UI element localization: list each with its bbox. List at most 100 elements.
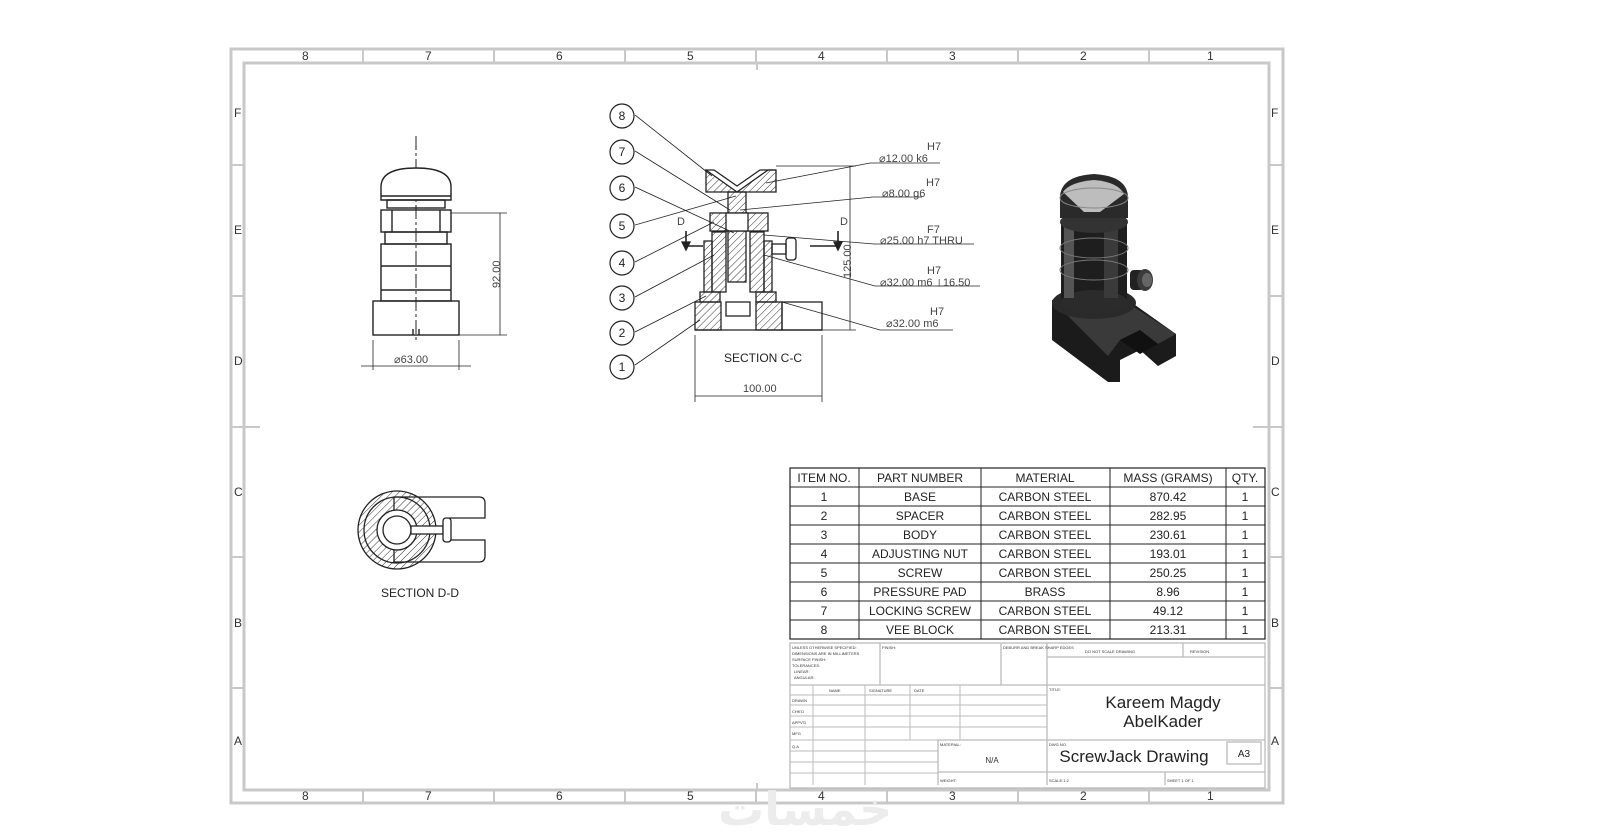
note-line-3: SURFACE FINISH: [792, 657, 826, 662]
fit-5-upper: H7 [930, 306, 944, 318]
author-line-2: AbelKader [1123, 712, 1203, 731]
fit-annotations: H7 ⌀12.00 k6 H7 ⌀8.00 g6 F7 ⌀25.00 h7 TH… [879, 141, 970, 330]
bom-cell-qty: 1 [1242, 566, 1249, 580]
row-label-drawn: DRAWN [792, 698, 807, 703]
bom-cell-qty: 1 [1242, 623, 1249, 637]
svg-text:2: 2 [619, 326, 626, 340]
note-line-2: DIMENSIONS ARE IN MILLIMETERS [792, 651, 860, 656]
balloon-3 [609, 285, 635, 311]
zone-col-1: 1 [1207, 49, 1214, 63]
zone-ticks [231, 49, 1283, 803]
zone-col-2-bottom: 2 [1080, 789, 1087, 803]
bom-cell-part: BASE [904, 490, 936, 504]
bom-cell-qty: 1 [1242, 547, 1249, 561]
finish-label: FINISH: [882, 645, 896, 650]
fit-2-upper: H7 [926, 177, 940, 189]
isometric-view [1052, 174, 1176, 382]
balloon-2 [609, 320, 635, 346]
fit-3-lower: ⌀25.00 h7 THRU [880, 235, 963, 247]
row-label-mfg: MFG [792, 731, 801, 736]
bom-cell-item: 7 [821, 604, 828, 618]
zone-col-6-bottom: 6 [556, 789, 563, 803]
material-value: N/A [985, 756, 999, 765]
bom-cell-mass: 282.95 [1150, 509, 1187, 523]
bom-cell-mass: 250.25 [1150, 566, 1187, 580]
zone-col-5: 5 [687, 49, 694, 63]
bom-cell-material: CARBON STEEL [999, 528, 1092, 542]
svg-text:1: 1 [619, 360, 626, 374]
bom-header-item: ITEM NO. [797, 471, 850, 485]
bom-cell-mass: 230.61 [1150, 528, 1187, 542]
section-cc-height-dim: 125.00 [842, 244, 854, 278]
material-label: MATERIAL: [940, 742, 961, 747]
bom-cell-mass: 8.96 [1156, 585, 1180, 599]
balloon-7 [609, 139, 635, 165]
balloon-8 [609, 103, 635, 129]
watermark: خمسات [718, 782, 893, 836]
svg-text:6: 6 [619, 181, 626, 195]
row-label-chkd: CHK'D [792, 709, 804, 714]
note-line-1: UNLESS OTHERWISE SPECIFIED: [792, 645, 857, 650]
note-line-6: ANGULAR: [794, 675, 814, 680]
cut-letter-left: D [677, 216, 685, 228]
zone-row-a: A [234, 734, 242, 748]
balloon-5 [609, 213, 635, 239]
zone-col-4: 4 [818, 49, 825, 63]
front-height-dim: 92.00 [491, 260, 503, 288]
outer-border [229, 47, 1285, 805]
bom-cell-mass: 870.42 [1150, 490, 1187, 504]
balloon-1 [609, 354, 635, 380]
bom-cell-item: 1 [821, 490, 828, 504]
author-line-1: Kareem Magdy [1105, 693, 1221, 712]
zone-col-3-bottom: 3 [949, 789, 956, 803]
row-label-qa: Q.A [792, 744, 799, 749]
bom-cell-part: SCREW [898, 566, 943, 580]
sheet-size: A3 [1238, 749, 1251, 760]
dwg-no-label: DWG NO. [1049, 742, 1067, 747]
bom-cell-material: CARBON STEEL [999, 490, 1092, 504]
title-block-notes: UNLESS OTHERWISE SPECIFIED: DIMENSIONS A… [792, 645, 1209, 783]
bom-cell-part: PRESSURE PAD [873, 585, 966, 599]
bom-cell-mass: 193.01 [1150, 547, 1187, 561]
bom-cell-part: BODY [903, 528, 937, 542]
do-not-scale-label: DO NOT SCALE DRAWING [1085, 649, 1135, 654]
zone-row-f: F [234, 106, 241, 120]
zone-row-e-right: E [1271, 223, 1279, 237]
svg-text:5: 5 [619, 219, 626, 233]
zone-row-e: E [234, 223, 242, 237]
bom-cell-part: VEE BLOCK [886, 623, 954, 637]
bom-cell-part: ADJUSTING NUT [872, 547, 969, 561]
bom-cell-part: LOCKING SCREW [869, 604, 972, 618]
bom-header-material: MATERIAL [1015, 471, 1074, 485]
bom-cell-item: 4 [821, 547, 828, 561]
balloon-6 [609, 175, 635, 201]
svg-text:8: 8 [619, 109, 626, 123]
bom-cell-item: 6 [821, 585, 828, 599]
zone-row-c: C [234, 485, 243, 499]
bom-cell-qty: 1 [1242, 490, 1249, 504]
fit-1-upper: H7 [927, 141, 941, 153]
bom-header-qty: QTY. [1232, 471, 1258, 485]
bom-cell-mass: 213.31 [1150, 623, 1187, 637]
bom-cell-material: CARBON STEEL [999, 547, 1092, 561]
bom-cell-item: 5 [821, 566, 828, 580]
zone-row-b: B [234, 616, 242, 630]
scale-label: SCALE:1:2 [1049, 778, 1070, 783]
fit-2-lower: ⌀8.00 g6 [882, 188, 925, 200]
bom-cell-item: 3 [821, 528, 828, 542]
fit-3-upper: F7 [927, 224, 940, 236]
bom-cell-part: SPACER [896, 509, 945, 523]
cut-letter-right: D [840, 216, 848, 228]
section-cc-balloons: 8 7 6 5 4 3 2 1 [609, 103, 635, 380]
col-header-signature: SIGNATURE [869, 688, 892, 693]
col-header-date: DATE [914, 688, 925, 693]
bom-cell-item: 2 [821, 509, 828, 523]
bom-cell-item: 8 [821, 623, 828, 637]
zone-row-d: D [234, 354, 243, 368]
svg-text:4: 4 [619, 256, 626, 270]
bom-cell-qty: 1 [1242, 604, 1249, 618]
bom-cell-material: CARBON STEEL [999, 509, 1092, 523]
title-block [789, 642, 1266, 789]
zone-col-7-bottom: 7 [425, 789, 432, 803]
